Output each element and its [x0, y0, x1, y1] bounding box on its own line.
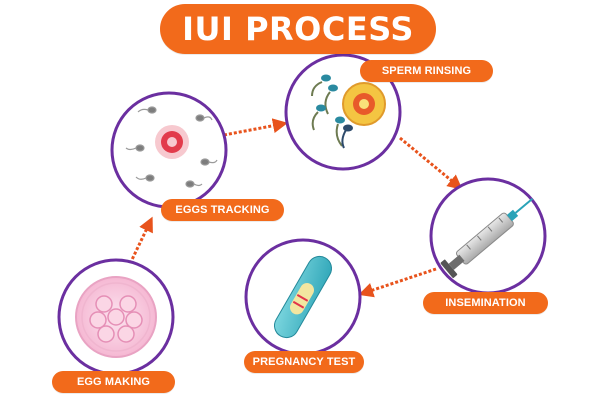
syringe-icon	[440, 197, 534, 278]
step-label-egg-making: EGG MAKING	[52, 371, 175, 393]
step-label-insemination: INSEMINATION	[423, 292, 548, 314]
arrow-egg-making-to-eggs-tracking	[126, 216, 153, 269]
flow-arrows	[126, 118, 463, 298]
arrow-insemination-to-pregnancy-test	[358, 267, 437, 298]
step-circle-egg-making	[57, 258, 175, 376]
egg-with-sperm-icon	[125, 106, 218, 188]
step-circle-pregnancy-test	[244, 238, 362, 356]
step-circle-eggs-tracking	[110, 91, 228, 209]
page-title: IUI PROCESS	[160, 4, 436, 54]
arrow-eggs-tracking-to-sperm-rinsing	[223, 118, 288, 137]
step-label-eggs-tracking: EGGS TRACKING	[161, 199, 284, 221]
egg-cells-icon	[75, 276, 157, 358]
step-circle-insemination	[429, 177, 547, 295]
step-circle-sperm-rinsing	[284, 53, 402, 171]
pregnancy-test-strip-icon	[274, 255, 332, 339]
arrow-sperm-rinsing-to-insemination	[399, 136, 463, 190]
step-label-pregnancy-test: PREGNANCY TEST	[244, 351, 364, 373]
sperm-fertilization-icon	[311, 74, 386, 149]
step-label-sperm-rinsing: SPERM RINSING	[360, 60, 493, 82]
